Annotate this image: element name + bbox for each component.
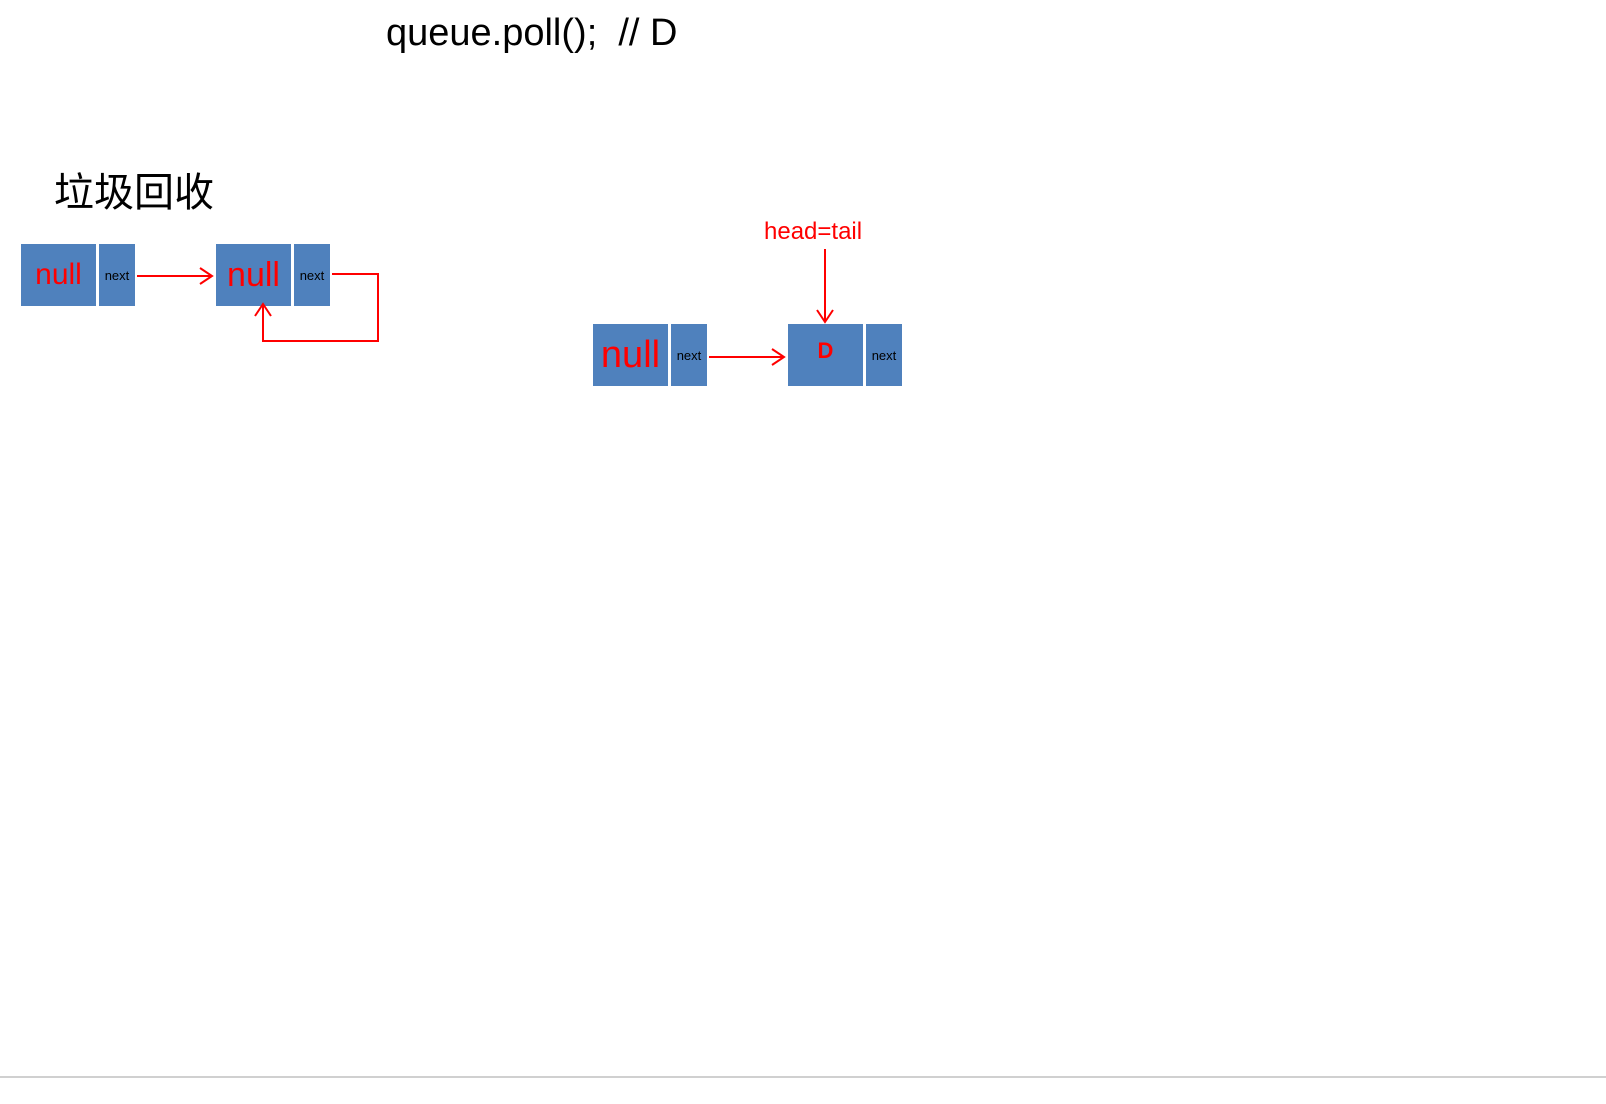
queue-node-2: D next	[788, 324, 902, 386]
slide-bottom-border	[0, 1076, 1606, 1078]
gc-node-1-next: next	[99, 244, 135, 306]
gc-node-1-value: null	[21, 244, 96, 306]
page-title: queue.poll(); // D	[386, 12, 678, 54]
garbage-collection-label: 垃圾回收	[54, 170, 214, 216]
gc-node-2: null next	[216, 244, 330, 306]
head-tail-pointer-arrow	[816, 249, 834, 324]
gc-node-2-value: null	[216, 244, 291, 306]
queue-node-2-next: next	[866, 324, 902, 386]
gc-self-loop-arrow	[254, 273, 379, 342]
gc-link-arrow	[137, 267, 214, 285]
queue-node-1-next: next	[671, 324, 707, 386]
gc-node-2-next: next	[294, 244, 330, 306]
queue-node-1-value: null	[593, 324, 668, 386]
head-tail-pointer-label: head=tail	[764, 218, 863, 245]
queue-node-1: null next	[593, 324, 707, 386]
queue-node-2-value: D	[788, 324, 863, 386]
queue-link-arrow	[709, 348, 786, 366]
gc-node-1: null next	[21, 244, 135, 306]
